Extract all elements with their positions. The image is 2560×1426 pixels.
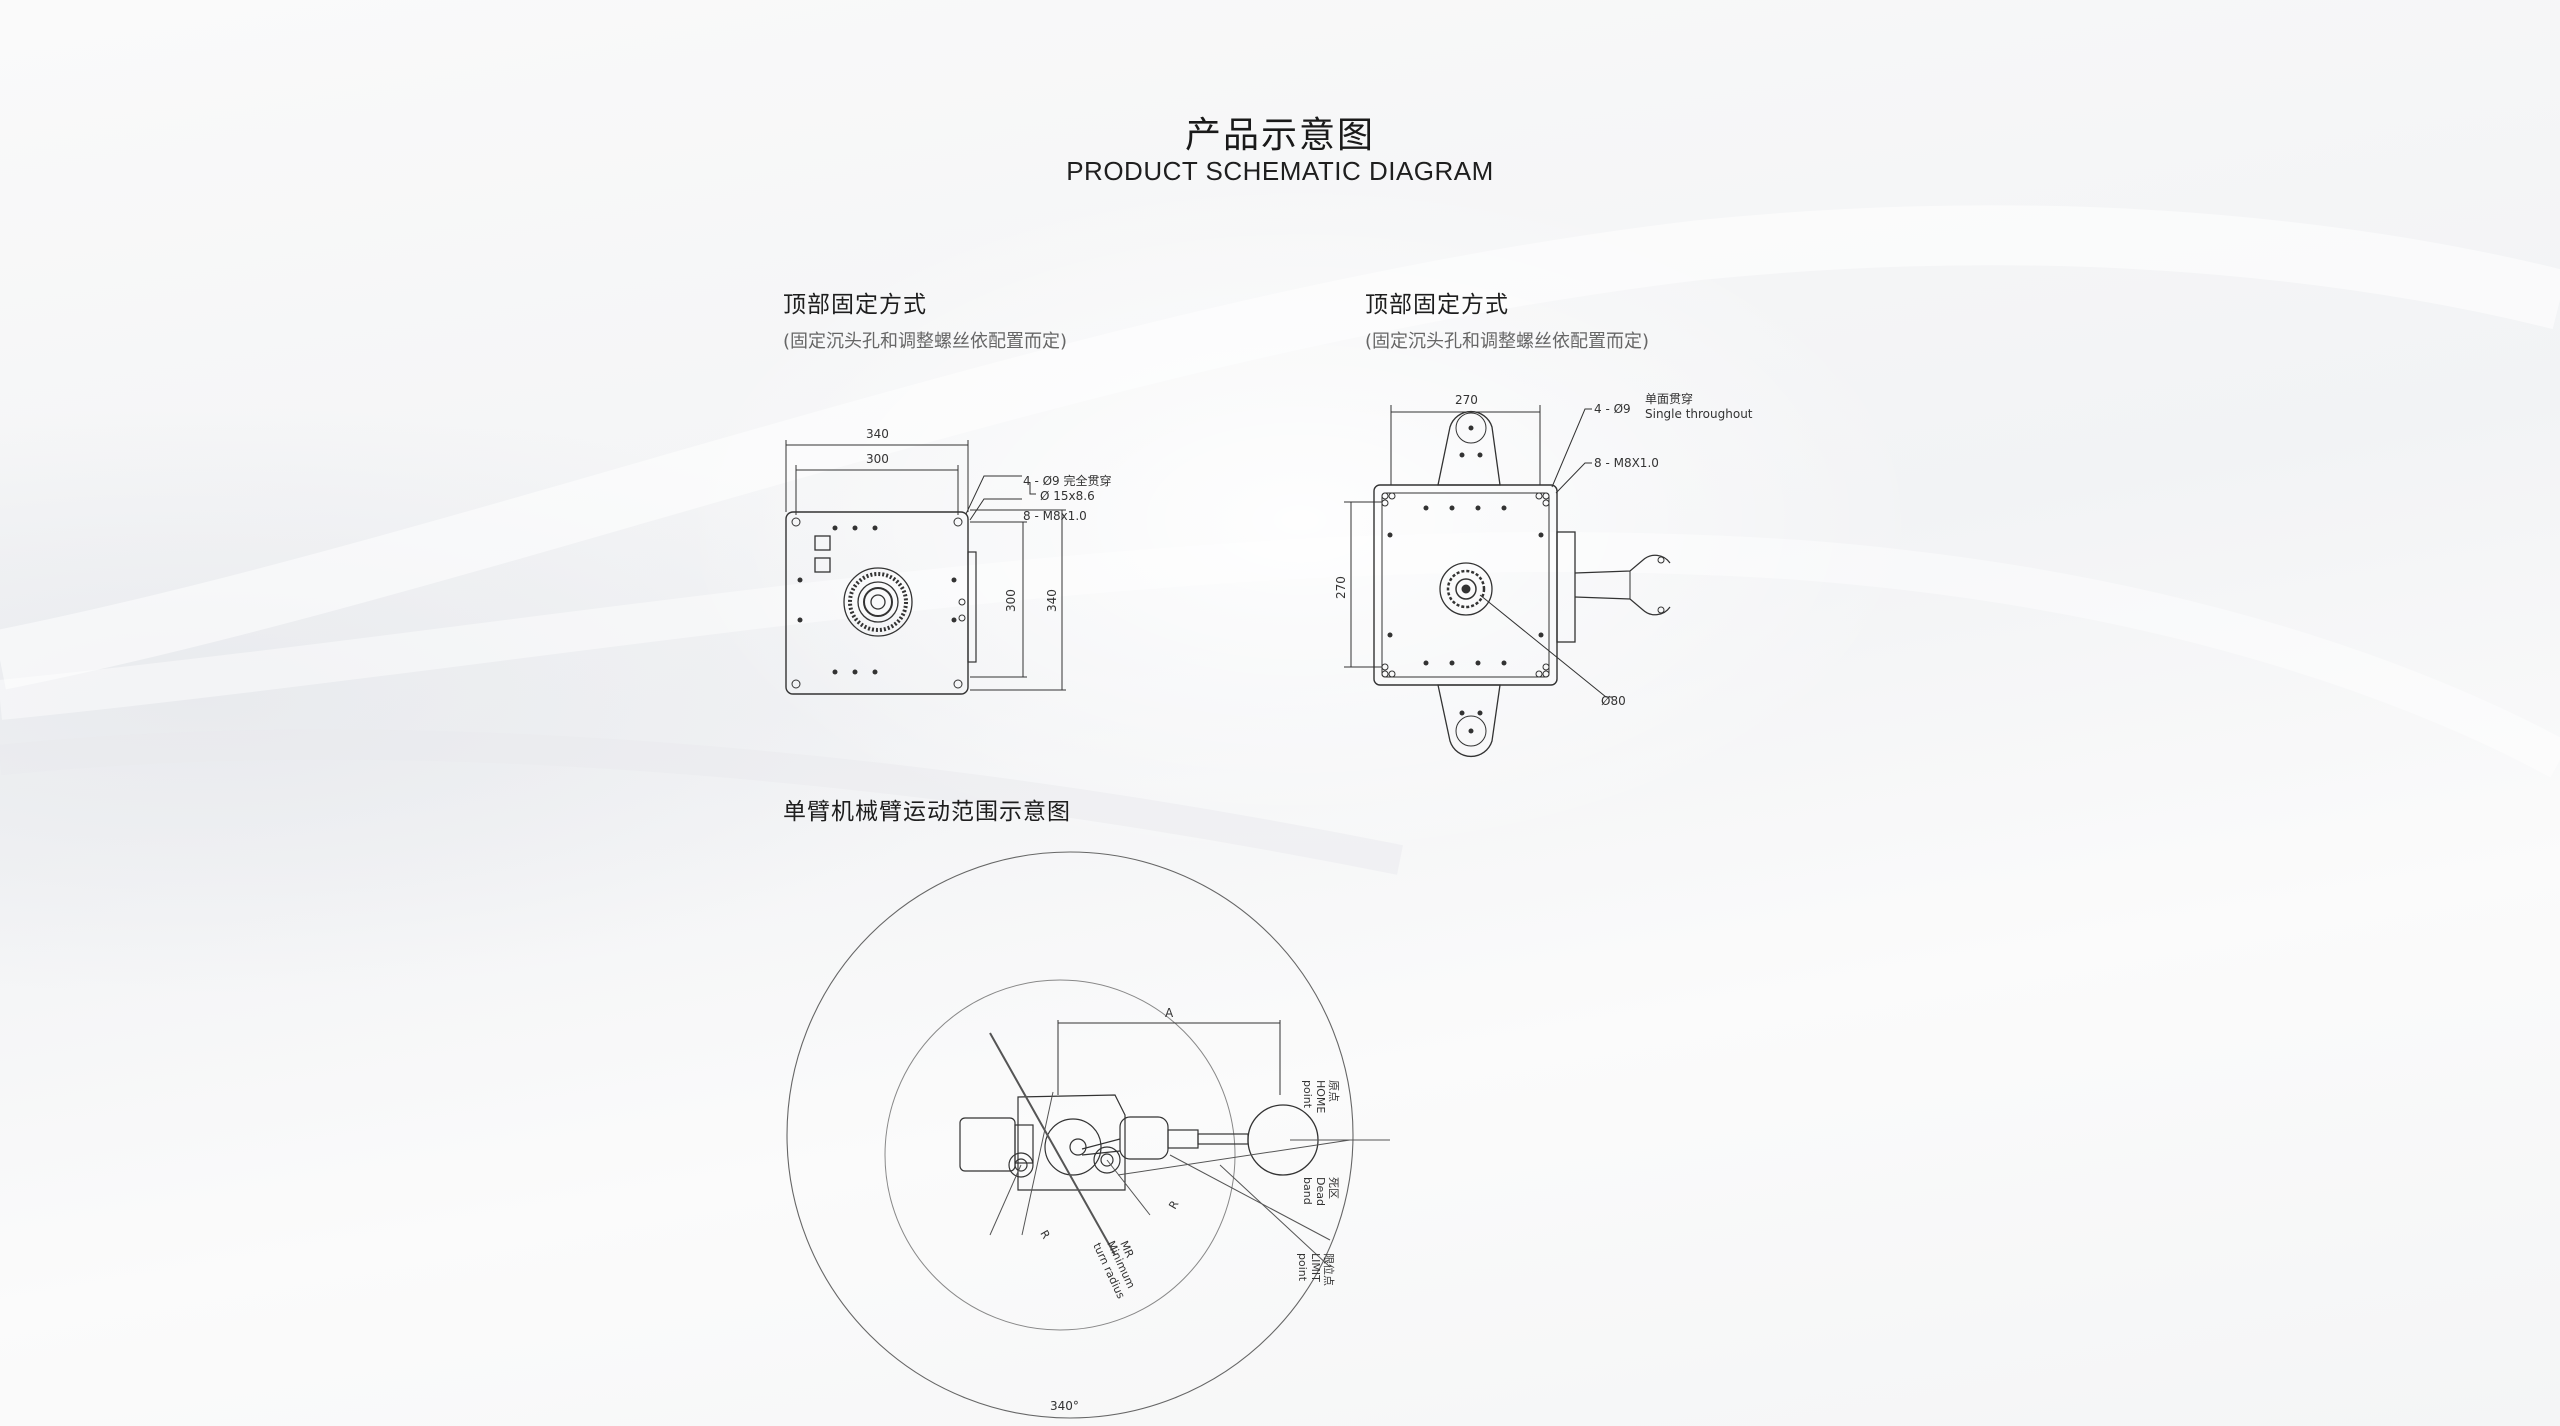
left-flange xyxy=(843,567,913,637)
limit-cn: 限位点 xyxy=(1322,1253,1336,1286)
label-a: A xyxy=(1165,1006,1174,1020)
right-base-plate xyxy=(1373,484,1671,686)
dead-cn: 死区 xyxy=(1327,1177,1340,1199)
left-callout-leaders xyxy=(965,475,1036,521)
label-r-2: R xyxy=(1166,1198,1181,1211)
limit-en-2: point xyxy=(1296,1253,1309,1282)
left-callout-holes: 4 - Ø9 完全贯穿 xyxy=(1023,473,1112,488)
home-en-1: HOME xyxy=(1314,1080,1327,1113)
left-base-plate xyxy=(785,511,977,695)
home-cn: 原点 xyxy=(1327,1080,1340,1102)
right-callout-holes: 4 - Ø9 xyxy=(1594,402,1631,416)
right-callout-holes-en: Single throughout xyxy=(1645,407,1753,421)
limit-en-1: LIMIT xyxy=(1309,1253,1322,1282)
page-title: 产品示意图 xyxy=(1184,115,1375,156)
label-r-1: R xyxy=(1037,1228,1052,1241)
right-callout-leaders xyxy=(1479,408,1613,698)
left-dim-inner-height: 300 xyxy=(1004,589,1018,612)
left-callout-counterbore: Ø 15x8.6 xyxy=(1040,489,1095,503)
right-diagram-title: 顶部固定方式 xyxy=(1365,292,1509,318)
home-en-2: point xyxy=(1301,1080,1314,1109)
page-subtitle: PRODUCT SCHEMATIC DIAGRAM xyxy=(1066,156,1494,186)
right-bottom-lobe xyxy=(1437,684,1501,758)
reach-circles xyxy=(786,851,1354,1419)
top-mount-drawing-right: 270 270 xyxy=(1334,391,1753,758)
motion-diagram-title: 单臂机械臂运动范围示意图 xyxy=(783,799,1071,825)
right-callout-thread: 8 - M8X1.0 xyxy=(1594,456,1659,470)
right-dimension-lines xyxy=(1344,405,1541,668)
motion-range-drawing: A R R 原点 HOME point 死区 Dead band 限位点 LIM… xyxy=(786,851,1390,1419)
right-callout-diameter: Ø80 xyxy=(1601,694,1626,708)
angle-label: 340° xyxy=(1050,1399,1079,1413)
left-callout-thread: 8 - M8x1.0 xyxy=(1023,509,1087,523)
dimension-lines-left xyxy=(785,440,1066,691)
top-mount-drawing-left: 340 300 300 340 4 - Ø9 完全贯穿 Ø 15x8.6 8 - xyxy=(785,427,1112,695)
right-dim-width: 270 xyxy=(1455,393,1478,407)
guide-lines xyxy=(989,1032,1390,1268)
right-top-lobe xyxy=(1437,410,1501,486)
left-dim-inner-width: 300 xyxy=(866,452,889,466)
right-diagram-note: (固定沉头孔和调整螺丝依配置而定) xyxy=(1365,331,1650,352)
right-flange xyxy=(1439,562,1493,616)
left-dim-outer-width: 340 xyxy=(866,427,889,441)
right-callout-holes-cn: 单面贯穿 xyxy=(1645,391,1693,406)
reach-arc-dimension xyxy=(1057,1020,1281,1095)
dead-en-2: band xyxy=(1301,1177,1314,1205)
left-diagram-note: (固定沉头孔和调整螺丝依配置而定) xyxy=(783,331,1068,352)
robot-arm xyxy=(959,1094,1319,1191)
dead-en-1: Dead xyxy=(1314,1177,1327,1206)
right-dim-height: 270 xyxy=(1334,576,1348,599)
left-diagram-title: 顶部固定方式 xyxy=(783,292,927,318)
left-dim-outer-height: 340 xyxy=(1045,589,1059,612)
